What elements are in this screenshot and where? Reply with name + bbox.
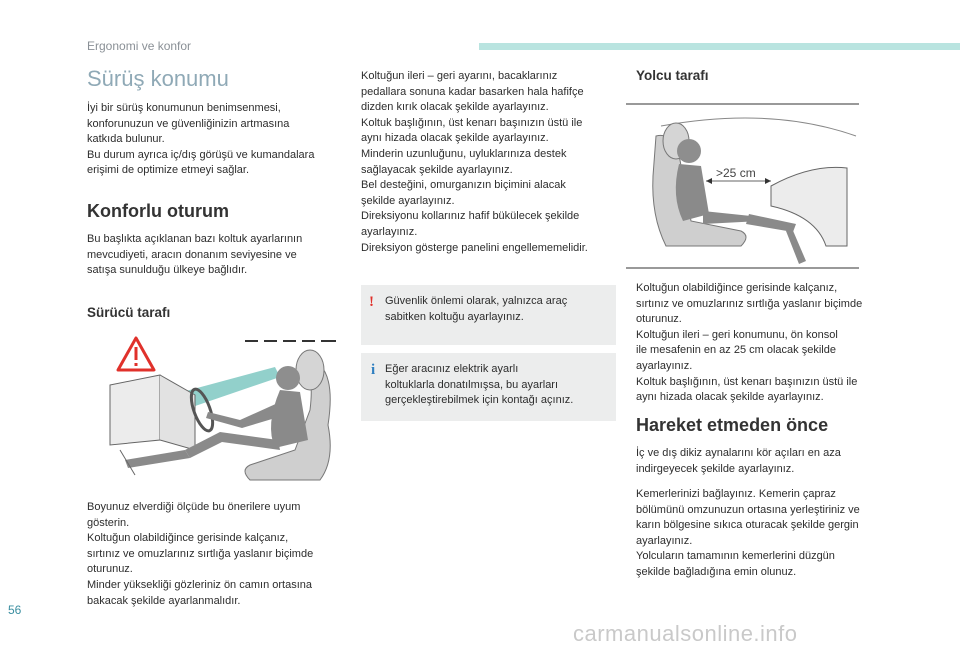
warning-triangle-icon: [116, 336, 156, 372]
exclamation-icon: !: [369, 294, 374, 310]
heading-driver: Sürücü tarafı: [87, 305, 171, 320]
driver-seat-illustration: [109, 336, 336, 481]
page-title: Sürüş konumu: [87, 66, 229, 91]
seatbelt-paragraph: Kemerlerinizi bağlayınız. Kemerin çapraz…: [636, 488, 860, 578]
intro-paragraph: İyi bir sürüş konumunun benimsenmesi, ko…: [87, 102, 315, 177]
heading-comfort: Konforlu oturum: [87, 201, 229, 221]
info-box: i Eğer aracınız elektrik ayarlı koltukla…: [361, 353, 616, 421]
heading-before-moving: Hareket etmeden önce: [636, 415, 829, 435]
warning-box: ! Güvenlik önlemi olarak, yalnızca araç …: [361, 285, 616, 345]
page-number: 56: [8, 603, 22, 617]
driver-paragraph: Boyunuz elverdiği ölçüde bu önerilere uy…: [87, 501, 314, 607]
header-accent-bar: [479, 43, 960, 50]
info-text: Eğer aracınız elektrik ayarlı koltuklarl…: [385, 363, 574, 407]
heading-passenger: Yolcu tarafı: [636, 68, 709, 83]
passenger-paragraph: Koltuğun olabildiğince gerisinde kalçanı…: [636, 282, 863, 404]
distance-label: >25 cm: [716, 166, 756, 180]
warning-text: Güvenlik önlemi olarak, yalnızca araç sa…: [385, 295, 568, 323]
info-icon: i: [371, 362, 376, 378]
mirrors-paragraph: İç ve dış dikiz aynalarını kör açıları e…: [636, 447, 841, 475]
section-header: Ergonomi ve konfor: [87, 39, 192, 53]
watermark: carmanualsonline.info: [573, 621, 798, 646]
passenger-seat-illustration: >25 cm: [626, 103, 859, 269]
comfort-paragraph: Bu başlıkta açıklanan bazı koltuk ayarla…: [87, 233, 303, 277]
seat-adjust-paragraph: Koltuğun ileri – geri ayarını, bacakları…: [361, 70, 588, 254]
